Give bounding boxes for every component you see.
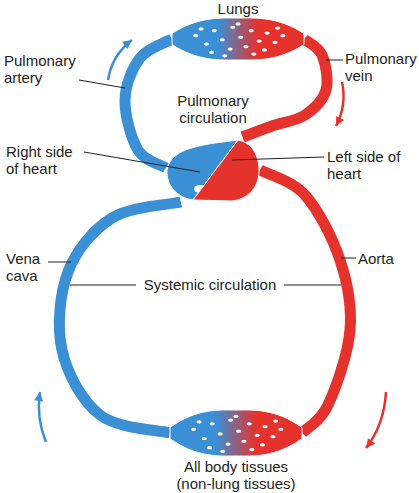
bed-outline [170, 410, 302, 456]
arrow-head [336, 116, 344, 126]
circulation-label: Pulmonary circulation [163, 92, 263, 126]
node-label: Lungs [138, 0, 338, 17]
capillary-dot [202, 437, 207, 440]
vessel-tube [59, 202, 180, 433]
vessel-label: Aorta [358, 250, 418, 267]
capillary-dot [275, 26, 280, 29]
capillary-dot [280, 34, 285, 37]
capillary-dot [218, 432, 223, 435]
capillary-dot [251, 53, 256, 56]
vessel-outline [260, 170, 350, 433]
tissue-node: Lungs [172, 18, 304, 60]
capillary-dot [204, 42, 209, 45]
heart-node: Left side of heart [190, 137, 260, 203]
capillary-dot [191, 428, 196, 431]
leader-line [326, 60, 343, 61]
capillary-dot [212, 29, 217, 32]
capillary-dot [241, 440, 246, 443]
capillary-dot [196, 420, 201, 423]
leader-line [70, 285, 136, 286]
leader-line [48, 262, 71, 263]
leader-line [79, 80, 125, 88]
capillary-dot [270, 435, 275, 438]
flow-arrow [366, 392, 386, 448]
capillary-dot [249, 29, 254, 32]
capillary-dot [198, 27, 203, 30]
capillary-dot [247, 422, 252, 425]
vessel-label: Pulmonary artery [4, 52, 84, 86]
capillary-dot [243, 45, 248, 48]
vessel-label: Pulmonary vein [345, 50, 419, 84]
capillary-dot [220, 38, 225, 41]
capillary-dot [260, 443, 265, 446]
capillary-dot [235, 22, 240, 25]
capillary-dot [228, 419, 233, 422]
vessel-tube [125, 39, 172, 168]
leader-line [284, 285, 341, 286]
arrow-head [122, 40, 132, 49]
heart-chamber [190, 137, 260, 203]
capillary-dot [273, 419, 278, 422]
flow-arrow [108, 40, 132, 80]
capillary-dot [236, 430, 241, 433]
capillary-dot [225, 442, 230, 445]
blood-vessel [260, 170, 386, 448]
capillary-dot [207, 446, 212, 449]
capillary-dot [209, 51, 214, 54]
arrow-head [34, 392, 43, 402]
left-heart-shape [193, 140, 259, 201]
flow-arrow [336, 82, 344, 126]
capillary-dot [257, 40, 262, 43]
vessel-outline [59, 202, 180, 433]
bed-outline [172, 18, 304, 60]
capillary-dot [193, 34, 198, 37]
node-label: All body tissues (non-lung tissues) [166, 458, 306, 492]
vessel-label: Vena cava [6, 250, 56, 284]
capillary-dot [233, 415, 238, 418]
capillary-bed [170, 410, 302, 456]
capillary-bed [172, 18, 304, 60]
capillary-dot [220, 450, 225, 453]
node-label: Left side of heart [327, 148, 407, 182]
capillary-dot [222, 54, 227, 57]
capillary-dot [264, 32, 269, 35]
capillary-dot [262, 425, 267, 428]
capillary-dot [262, 48, 267, 51]
vessel-outline [125, 39, 172, 168]
circulation-label: Systemic circulation [110, 276, 310, 293]
capillary-dot [230, 26, 235, 29]
arrow-head [366, 438, 375, 448]
capillary-dot [227, 47, 232, 50]
capillary-dot [249, 448, 254, 451]
capillary-dot [255, 434, 260, 437]
leader-line [341, 258, 356, 259]
capillary-dot [210, 422, 215, 425]
capillary-dot [272, 41, 277, 44]
tissue-node: All body tissues (non-lung tissues) [170, 410, 302, 456]
blood-vessel [34, 202, 181, 442]
capillary-dot [278, 428, 283, 431]
flow-arrow [39, 392, 46, 442]
node-label: Right side of heart [6, 143, 86, 177]
blood-vessel [108, 39, 172, 168]
capillary-dot [238, 36, 243, 39]
vessel-tube [260, 170, 350, 433]
